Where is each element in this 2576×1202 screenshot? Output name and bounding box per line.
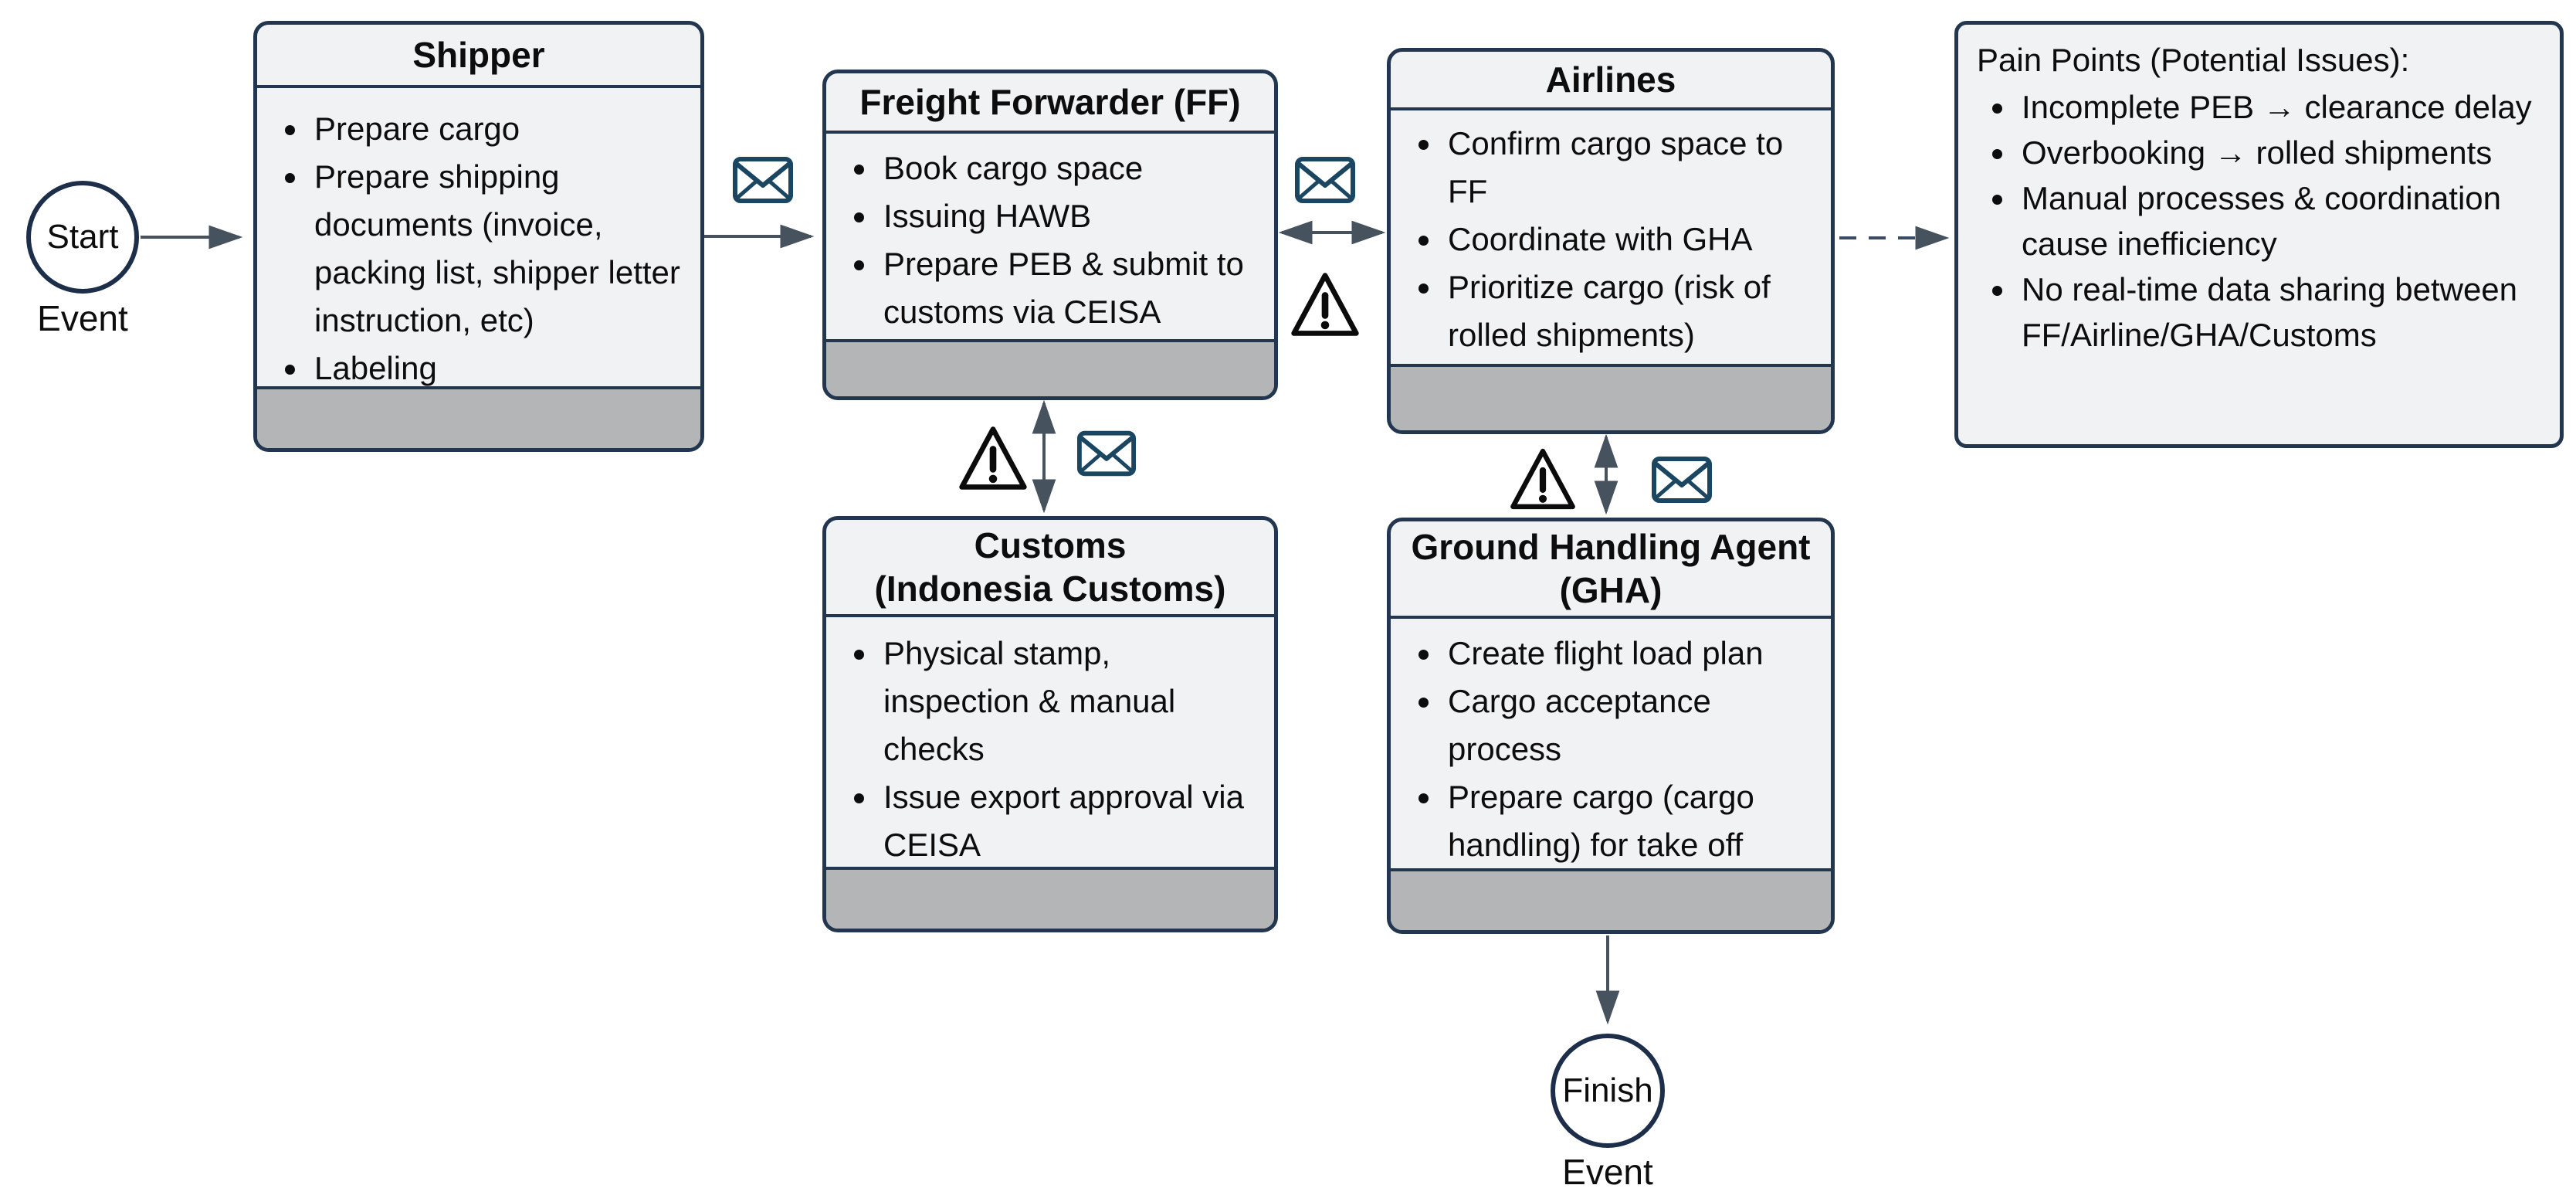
pain-points-title: Pain Points (Potential Issues): — [1977, 42, 2410, 78]
airlines-footer-band — [1391, 364, 1831, 430]
warning-icon — [959, 426, 1027, 490]
start-event-circle: Start — [26, 181, 139, 294]
freight-forwarder-footer-band — [826, 339, 1274, 396]
freight-forwarder-task-list: Book cargo space Issuing HAWB Prepare PE… — [826, 134, 1274, 336]
finish-event-caption: Event — [1562, 1152, 1653, 1192]
warning-icon — [1291, 273, 1359, 336]
start-event-caption: Event — [37, 298, 128, 338]
envelope-icon — [733, 157, 793, 203]
pain-points-list: Incomplete PEB → clearance delay Overboo… — [1977, 84, 2543, 358]
shipper-task: Labeling — [310, 345, 690, 392]
shipper-task: Prepare shipping documents (invoice, pac… — [310, 153, 690, 345]
airlines-task: Prioritize cargo (risk of rolled shipmen… — [1443, 263, 1820, 359]
shipper-task: Prepare cargo — [310, 105, 690, 153]
customs-title-line2: (Indonesia Customs) — [874, 569, 1226, 609]
freight-forwarder-title: Freight Forwarder (FF) — [826, 73, 1274, 134]
airlines-task: Coordinate with GHA — [1443, 216, 1820, 263]
gha-title: Ground Handling Agent (GHA) — [1391, 521, 1831, 619]
customs-task: Physical stamp, inspection & manual chec… — [879, 630, 1263, 773]
finish-event-circle: Finish — [1551, 1034, 1665, 1148]
pain-point-item: No real-time data sharing between FF/Air… — [2017, 267, 2543, 358]
finish-event-label: Finish — [1562, 1071, 1653, 1109]
gha-box: Ground Handling Agent (GHA) Create fligh… — [1387, 518, 1835, 934]
airlines-box: Airlines Confirm cargo space to FF Coord… — [1387, 48, 1835, 434]
gha-task: Prepare cargo (cargo handling) for take … — [1443, 773, 1820, 869]
warning-icon — [1510, 448, 1575, 510]
airlines-title: Airlines — [1391, 52, 1831, 110]
start-event-label: Start — [46, 218, 119, 256]
freight-forwarder-task: Issuing HAWB — [879, 192, 1263, 240]
customs-box: Customs (Indonesia Customs) Physical sta… — [822, 516, 1278, 932]
customs-title-line1: Customs — [974, 525, 1127, 565]
envelope-icon — [1076, 430, 1137, 477]
customs-title: Customs (Indonesia Customs) — [826, 520, 1274, 617]
customs-footer-band — [826, 867, 1274, 929]
pain-points-box: Pain Points (Potential Issues): Incomple… — [1954, 21, 2564, 448]
airlines-task: Confirm cargo space to FF — [1443, 120, 1820, 216]
gha-title-line2: (GHA) — [1559, 570, 1663, 610]
gha-task: Cargo acceptance process — [1443, 677, 1820, 773]
customs-task: Issue export approval via CEISA — [879, 773, 1263, 869]
shipper-box: Shipper Prepare cargo Prepare shipping d… — [253, 21, 704, 452]
freight-forwarder-box: Freight Forwarder (FF) Book cargo space … — [822, 70, 1278, 400]
envelope-icon — [1295, 157, 1355, 203]
gha-footer-band — [1391, 868, 1831, 930]
gha-title-line1: Ground Handling Agent — [1411, 526, 1811, 567]
pain-point-item: Overbooking → rolled shipments — [2017, 130, 2543, 175]
envelope-icon — [1652, 457, 1712, 503]
pain-point-item: Incomplete PEB → clearance delay — [2017, 84, 2543, 130]
shipper-footer-band — [257, 386, 700, 448]
shipper-title: Shipper — [257, 25, 700, 88]
customs-task-list: Physical stamp, inspection & manual chec… — [826, 617, 1274, 869]
airlines-task-list: Confirm cargo space to FF Coordinate wit… — [1391, 110, 1831, 359]
freight-forwarder-task: Book cargo space — [879, 144, 1263, 192]
gha-task-list: Create flight load plan Cargo acceptance… — [1391, 619, 1831, 869]
shipper-task-list: Prepare cargo Prepare shipping documents… — [257, 88, 700, 392]
gha-task: Create flight load plan — [1443, 630, 1820, 677]
freight-forwarder-task: Prepare PEB & submit to customs via CEIS… — [879, 240, 1263, 336]
pain-point-item: Manual processes & coordination cause in… — [2017, 175, 2543, 267]
